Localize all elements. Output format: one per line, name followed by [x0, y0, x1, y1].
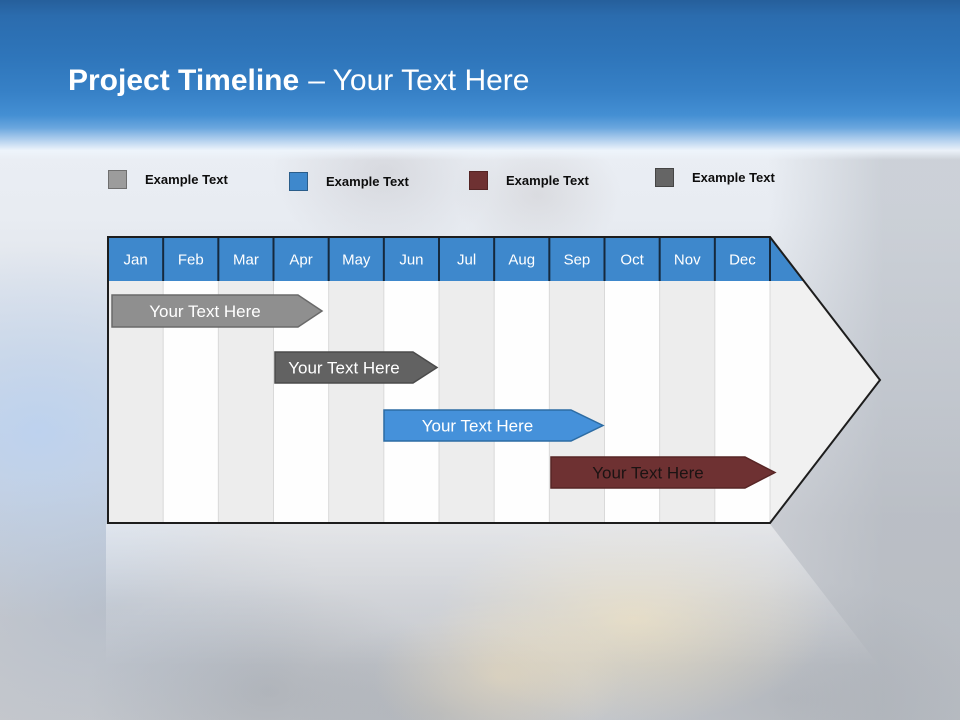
month-column	[439, 237, 495, 523]
month-label: Mar	[233, 252, 259, 269]
month-label: Jun	[399, 252, 423, 269]
task-bar-label: Your Text Here	[422, 417, 534, 436]
legend-swatch-blue	[289, 172, 308, 191]
task-bar-2	[383, 409, 605, 442]
task-bar-label: Your Text Here	[288, 359, 400, 378]
month-column	[494, 237, 550, 523]
legend-label: Example Text	[145, 172, 228, 187]
timeline-arrow-outline	[107, 236, 882, 524]
legend-swatch-maroon	[469, 171, 488, 190]
month-label: May	[342, 252, 371, 269]
legend-swatch-darkgray	[655, 168, 674, 187]
timeline-table: Jan Feb Mar Apr May Jun Jul Aug Sep Oct Nov DecYour…	[107, 236, 882, 524]
slide-title-main: Project Timeline	[68, 64, 300, 97]
slide-title: Project Timeline– Your Text Here	[68, 62, 529, 100]
month-label: Apr	[289, 252, 312, 269]
month-label: Aug	[508, 252, 535, 269]
legend-item-blue: Example Text	[289, 172, 409, 191]
top-blue-band	[0, 0, 960, 160]
legend-label: Example Text	[506, 173, 589, 188]
legend-swatch-gray	[108, 170, 127, 189]
month-label: Jul	[457, 252, 476, 269]
month-label: Jan	[123, 252, 147, 269]
month-column	[218, 237, 274, 523]
legend-item-maroon: Example Text	[469, 171, 589, 190]
task-bar-label: Your Text Here	[592, 464, 704, 483]
month-label: Feb	[178, 252, 204, 269]
slide-title-sub: – Your Text Here	[308, 64, 530, 97]
header-band	[108, 237, 804, 281]
task-bar-3	[550, 456, 777, 489]
legend-item-gray: Example Text	[108, 170, 228, 189]
legend-item-darkgray: Example Text	[655, 168, 775, 187]
month-column	[108, 237, 164, 523]
month-label: Dec	[729, 252, 756, 269]
task-bar-0	[111, 294, 324, 328]
month-label: Oct	[620, 252, 644, 269]
task-bar-1	[274, 351, 439, 384]
task-bar-label: Your Text Here	[149, 302, 261, 321]
month-column	[163, 237, 219, 523]
month-label: Nov	[674, 252, 701, 269]
legend-label: Example Text	[326, 174, 409, 189]
month-label: Sep	[564, 252, 591, 269]
legend-label: Example Text	[692, 170, 775, 185]
